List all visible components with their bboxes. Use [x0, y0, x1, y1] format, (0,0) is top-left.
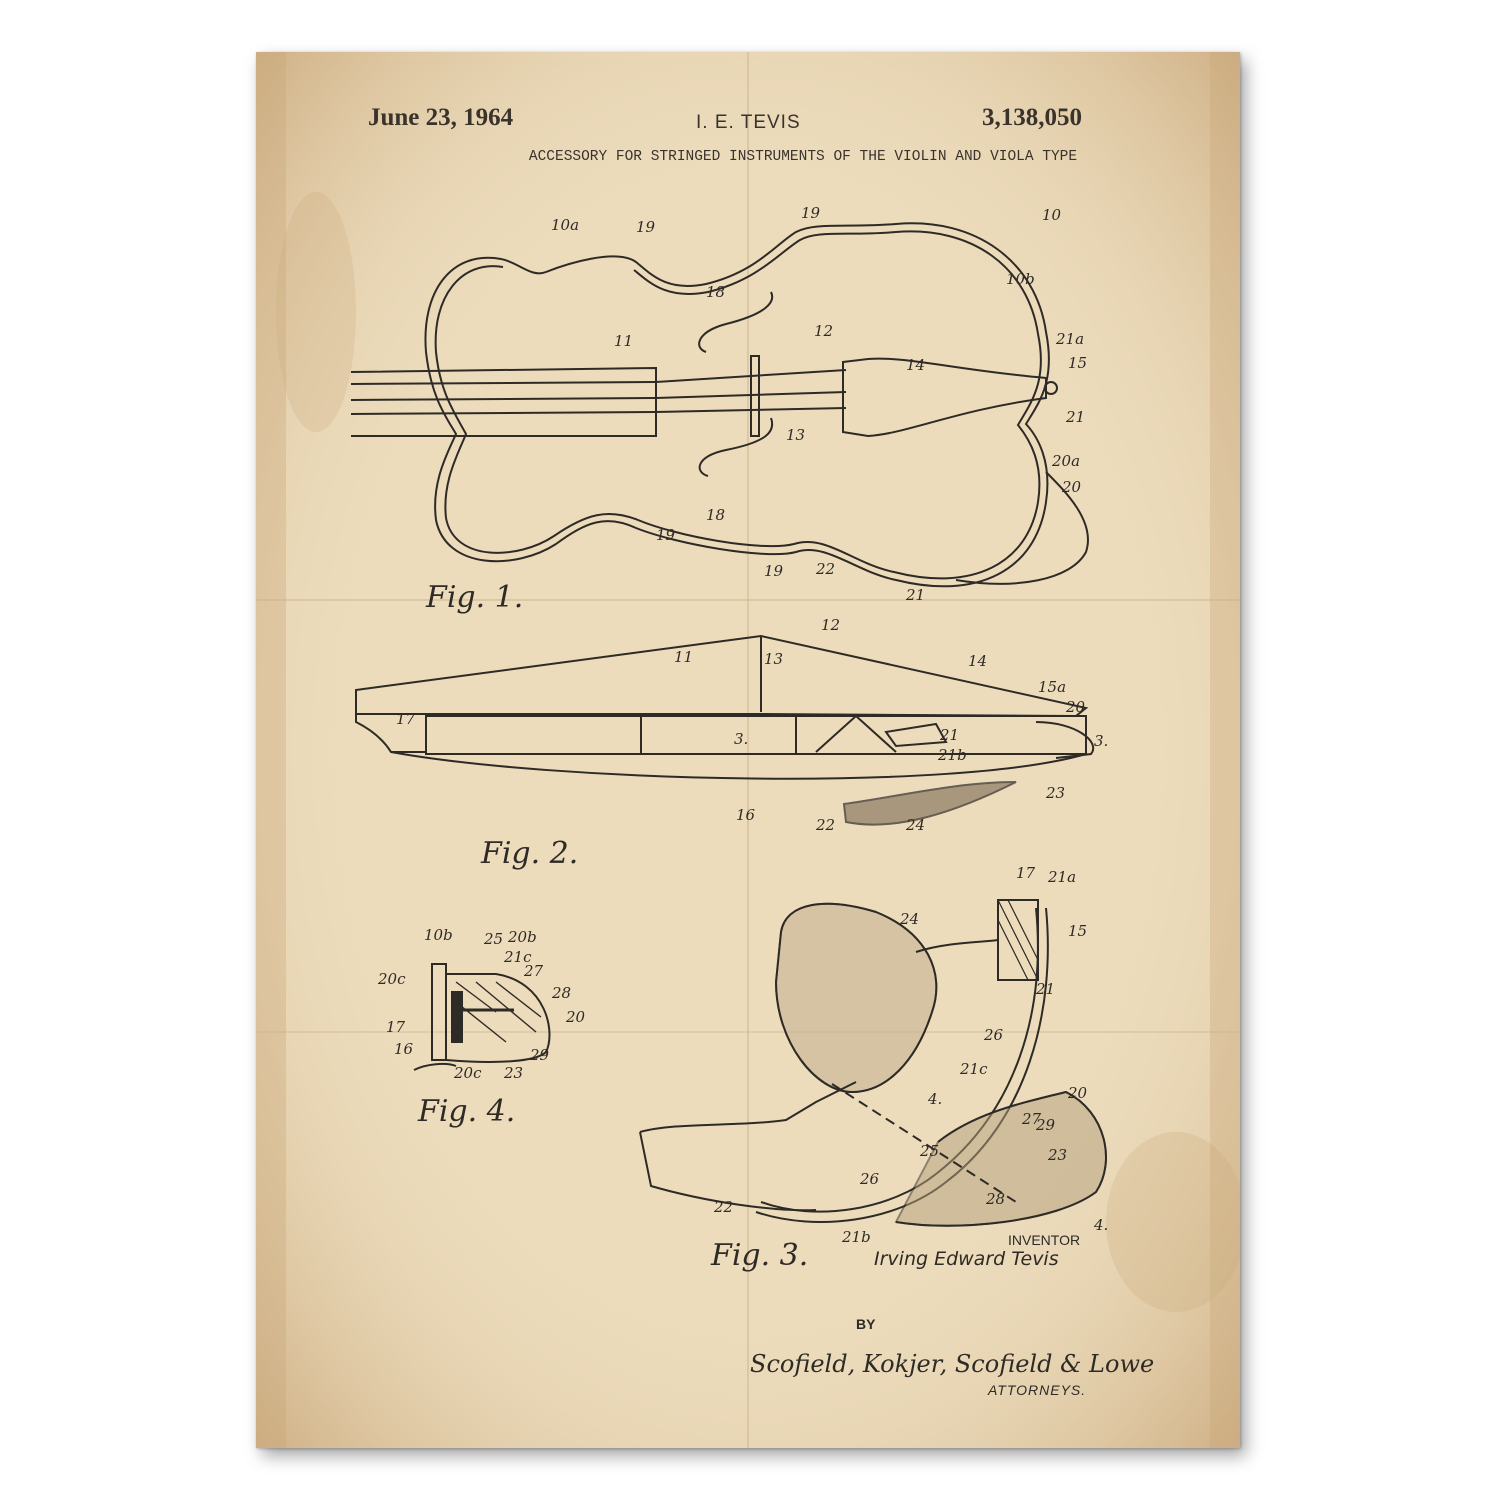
fig4-ref-numeral: 29 — [529, 1046, 550, 1064]
fig1-ref-numeral: 20a — [1051, 452, 1080, 470]
fig4-ref-numeral: 23 — [503, 1064, 523, 1082]
fig4-label: Fig. 4. — [418, 1094, 516, 1129]
fig2-reference-numerals: 12 11 13 14 15a 20 3. 3. 17 21 21b 23 16 22 24 — [396, 616, 1108, 834]
fig2-ref-numeral: 11 — [674, 648, 693, 666]
fig2-ref-numeral: 12 — [821, 616, 840, 634]
fig2-ref-numeral: 13 — [764, 650, 783, 668]
fig1-ref-numeral: 10 — [1042, 206, 1062, 224]
fig3-ref-numeral: 24 — [899, 910, 919, 928]
fig3-ref-numeral: 25 — [919, 1142, 939, 1160]
fig1-ref-numeral: 22 — [815, 560, 835, 578]
fig2-ref-numeral: 23 — [1045, 784, 1065, 802]
fig1-ref-numeral: 11 — [614, 332, 633, 350]
fig4-ref-numeral: 28 — [551, 984, 571, 1002]
fig1-ref-numeral: 19 — [656, 526, 676, 544]
fig1-ref-numeral: 18 — [706, 283, 725, 301]
fig1-ref-numeral: 19 — [636, 218, 656, 236]
fig1-reference-numerals: 10a 19 19 10 10b 18 11 12 14 21a 15 21 13 20a 20 18 19 19… — [551, 204, 1087, 604]
fig3-ref-numeral: 21a — [1047, 868, 1076, 886]
fig2-ref-numeral: 14 — [968, 652, 987, 670]
fig1-ref-numeral: 10b — [1006, 270, 1035, 288]
fig3-ref-numeral: 4. — [1093, 1216, 1108, 1234]
fig3-ref-numeral: 21b — [841, 1228, 871, 1246]
fig4-ref-numeral: 10b — [424, 926, 453, 944]
fig4-ref-numeral: 27 — [523, 962, 544, 980]
fig3-ref-numeral: 29 — [1035, 1116, 1056, 1134]
fig1-ref-numeral: 21a — [1055, 330, 1084, 348]
by-label: BY — [856, 1316, 876, 1332]
fig2-ref-numeral: 22 — [815, 816, 835, 834]
fig4-ref-numeral: 20c — [453, 1064, 482, 1082]
fig3-ref-numeral: 21c — [959, 1060, 988, 1078]
fig3-ref-numeral: 17 — [1016, 864, 1036, 882]
patent-number: 3,138,050 — [982, 104, 1082, 131]
fig3-ref-numeral: 26 — [859, 1170, 880, 1188]
fig1-ref-numeral: 18 — [706, 506, 725, 524]
fig1-ref-numeral: 20 — [1061, 478, 1082, 496]
fig2-violin-side-view — [355, 634, 1094, 826]
fig4-ref-numeral: 20b — [507, 928, 537, 946]
fig1-violin-top-view — [350, 222, 1089, 588]
fig3-ref-numeral: 15 — [1068, 922, 1087, 940]
fig1-ref-numeral: 21 — [1065, 408, 1085, 426]
fig3-ref-numeral: 27 — [1021, 1110, 1042, 1128]
fig2-ref-numeral: 15a — [1038, 678, 1066, 696]
fig2-ref-numeral: 21 — [939, 726, 959, 744]
attorneys-signature: Scofield, Kokjer, Scofield & Lowe — [750, 1350, 1155, 1378]
patent-date: June 23, 1964 — [368, 104, 514, 131]
fig2-ref-numeral: 20 — [1065, 698, 1086, 716]
fig4-ref-numeral: 17 — [386, 1018, 406, 1036]
fig2-ref-numeral: 3. — [1094, 732, 1108, 750]
fig3-ref-numeral: 23 — [1047, 1146, 1067, 1164]
fig4-ref-numeral: 25 — [483, 930, 503, 948]
fig3-ref-numeral: 28 — [985, 1190, 1005, 1208]
fig4-ref-numeral: 21c — [503, 948, 532, 966]
fig3-ref-numeral: 4. — [927, 1090, 942, 1108]
fig4-ref-numeral: 20 — [565, 1008, 586, 1026]
fig3-ref-numeral: 20 — [1067, 1084, 1088, 1102]
fig4-ref-numeral: 16 — [394, 1040, 414, 1058]
fig2-ref-numeral: 17 — [396, 710, 416, 728]
fig1-ref-numeral: 19 — [764, 562, 784, 580]
fig3-label: Fig. 3. — [711, 1238, 809, 1273]
patent-inventor-header: I. E. TEVIS — [696, 112, 801, 133]
fig1-ref-numeral: 10a — [551, 216, 579, 234]
fig1-ref-numeral: 12 — [814, 322, 833, 340]
patent-drawing: 10a 19 19 10 10b 18 11 12 14 21a 15 21 13 20a 20 18 19 19… — [350, 204, 1108, 1246]
paper-aging-stains — [256, 52, 1240, 1448]
fig2-ref-numeral: 21b — [937, 746, 967, 764]
fig2-ref-numeral: 24 — [905, 816, 925, 834]
fig1-ref-numeral: 19 — [801, 204, 821, 222]
fig1-ref-numeral: 13 — [786, 426, 805, 444]
inventor-heading: INVENTOR — [1008, 1232, 1081, 1248]
fig1-ref-numeral: 21 — [905, 586, 925, 604]
fig3-chinrest-detail — [639, 899, 1107, 1227]
fig3-ref-numeral: 26 — [983, 1026, 1004, 1044]
fig1-label: Fig. 1. — [426, 580, 524, 615]
fig4-ref-numeral: 20c — [377, 970, 406, 988]
fig4-section-view — [413, 963, 551, 1071]
fig2-ref-numeral: 16 — [736, 806, 756, 824]
attorneys-heading: ATTORNEYS. — [988, 1382, 1087, 1398]
fig1-ref-numeral: 15 — [1068, 354, 1087, 372]
fig2-ref-numeral: 3. — [734, 730, 748, 748]
fig3-ref-numeral: 22 — [713, 1198, 733, 1216]
patent-title: ACCESSORY FOR STRINGED INSTRUMENTS OF TH… — [528, 149, 1078, 165]
inventor-name: Irving Edward Tevis — [874, 1248, 1059, 1270]
fig2-label: Fig. 2. — [481, 836, 579, 871]
fig3-ref-numeral: 21 — [1035, 980, 1055, 998]
fig1-ref-numeral: 14 — [906, 356, 925, 374]
canvas-print: 10a 19 19 10 10b 18 11 12 14 21a 15 21 13 20a 20 18 19 19… — [256, 52, 1240, 1448]
